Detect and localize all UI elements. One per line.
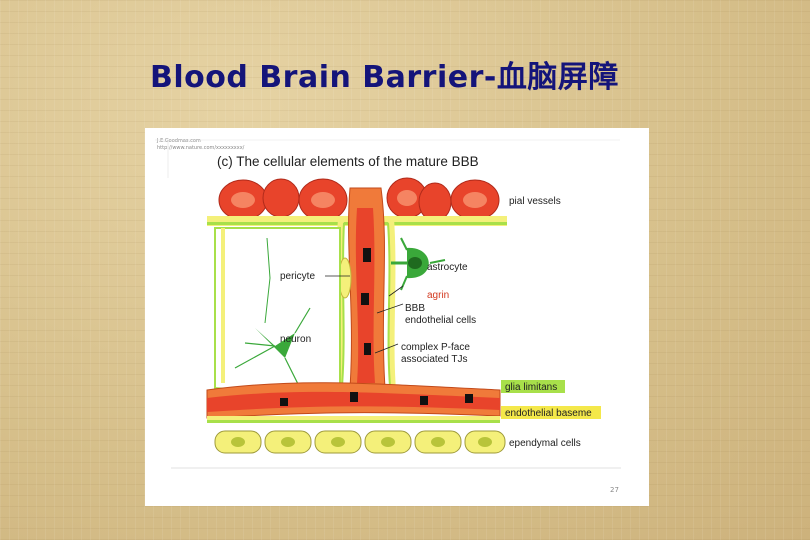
label-endothelial-cells: endothelial cells bbox=[405, 315, 476, 326]
neuron bbox=[234, 237, 311, 389]
label-pericyte: pericyte bbox=[280, 271, 315, 282]
label-ependymal-cells: ependymal cells bbox=[509, 438, 581, 449]
label-astrocyte: astrocyte bbox=[427, 262, 468, 273]
label-bbb: BBB bbox=[405, 303, 425, 314]
label-arrows bbox=[325, 275, 404, 354]
label-glia-limitans: glia limitans bbox=[505, 382, 557, 393]
label-neuron: neuron bbox=[280, 334, 311, 345]
label-complex-p-face: complex P-face bbox=[401, 342, 470, 353]
label-endothelial-basement: endothelial baseme bbox=[505, 408, 592, 419]
source-line-1: J.E.Goodmas.com bbox=[156, 138, 201, 144]
bbb-diagram: J.E.Goodmas.com http://www.nature.com/xx… bbox=[155, 138, 621, 494]
source-line-2: http://www.nature.com/xxxxxxxxx/ bbox=[157, 145, 245, 151]
horizontal-vessel bbox=[206, 382, 501, 423]
astrocyte bbox=[391, 237, 446, 291]
label-agrin: agrin bbox=[427, 290, 449, 301]
slide-title: Blood Brain Barrier-血脑屏障 bbox=[150, 60, 619, 95]
endothelial-basement-label-bg bbox=[501, 406, 601, 419]
page-number: 27 bbox=[610, 486, 619, 494]
bbb-figure: J.E.Goodmas.com http://www.nature.com/xx… bbox=[145, 128, 649, 506]
ependymal-cells bbox=[214, 430, 506, 454]
figure-caption: (c) The cellular elements of the mature … bbox=[217, 154, 479, 169]
glia-limitans-label-bg bbox=[501, 380, 565, 393]
label-pial-vessels: pial vessels bbox=[509, 196, 561, 207]
label-associated-tjs: associated TJs bbox=[401, 354, 468, 365]
neural-space bbox=[214, 227, 341, 392]
